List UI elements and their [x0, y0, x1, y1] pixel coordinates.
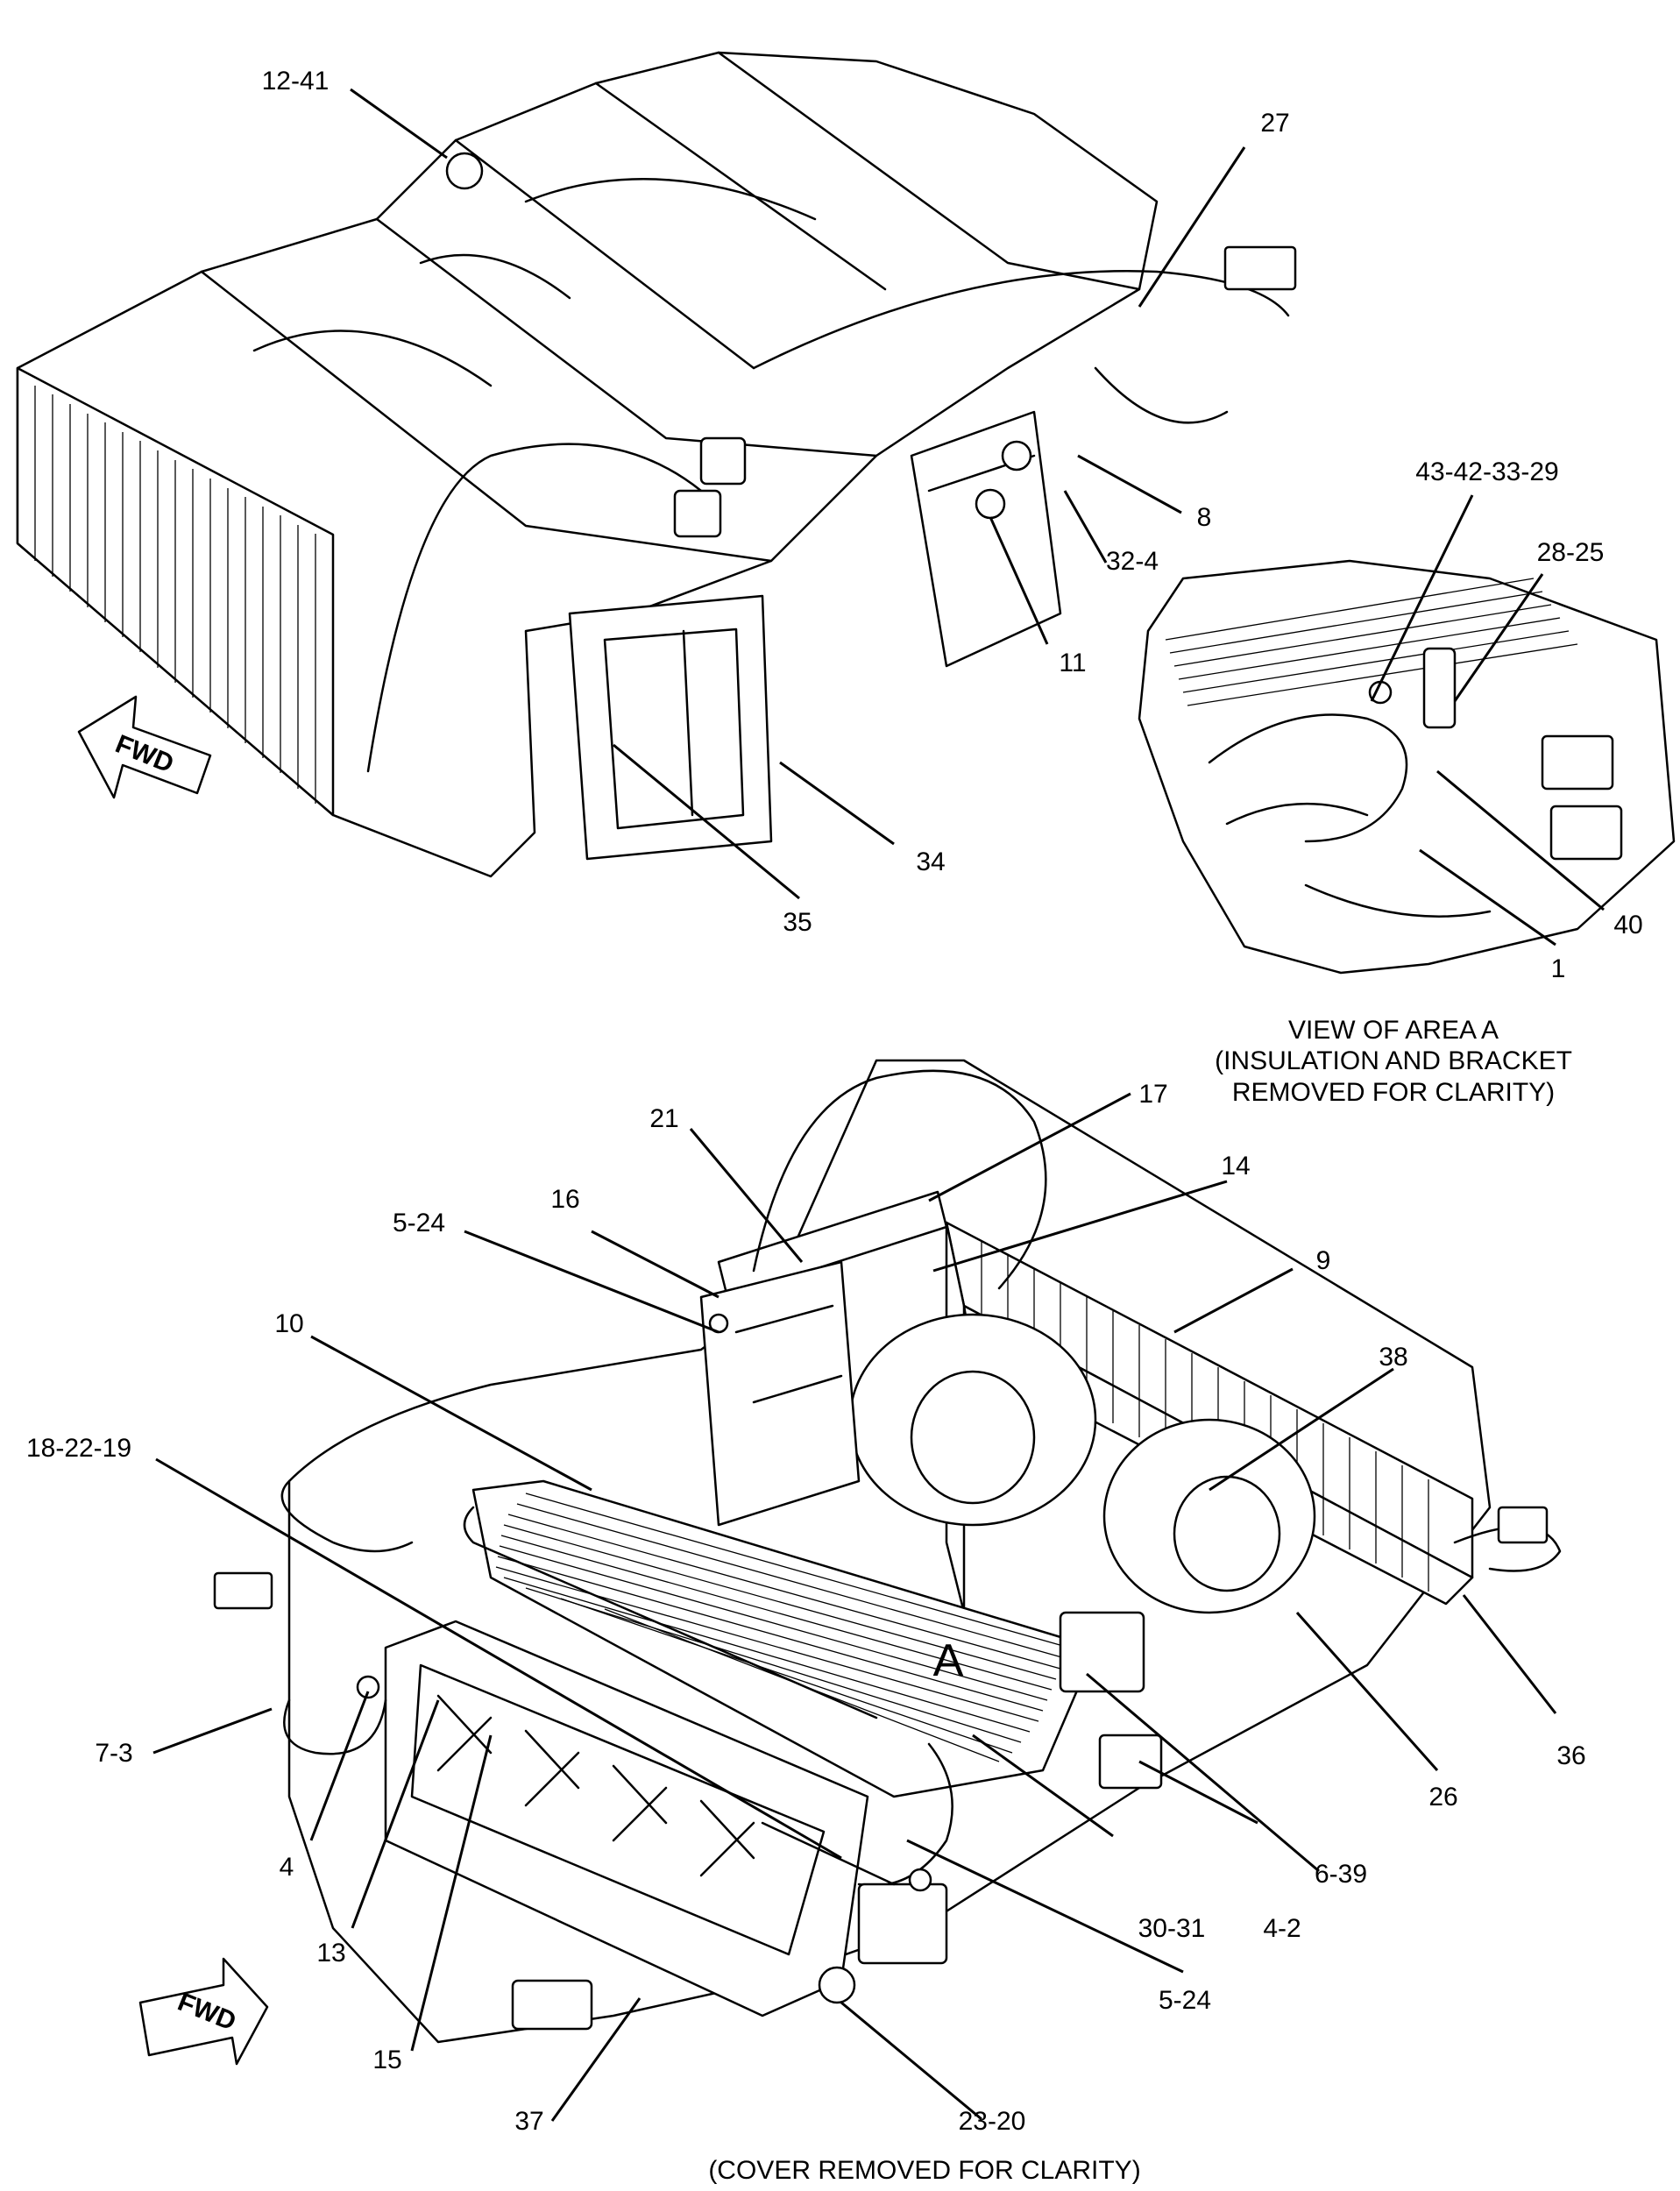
- callout-35: 35: [783, 908, 812, 937]
- callout-5-24-bottom: 5-24: [1159, 1986, 1211, 2015]
- callout-15: 15: [372, 2046, 401, 2074]
- callout-4: 4: [280, 1853, 294, 1882]
- area-a-caption-line3: REMOVED FOR CLARITY): [1232, 1078, 1555, 1107]
- callout-8: 8: [1197, 503, 1212, 532]
- callout-38: 38: [1379, 1343, 1407, 1372]
- bottom-hvac-assembly: [213, 1059, 1562, 2044]
- callout-34: 34: [916, 847, 945, 876]
- leader-lines: [152, 88, 1605, 2122]
- callout-14: 14: [1221, 1152, 1250, 1181]
- top-hvac-assembly: [16, 51, 1297, 878]
- heater-core-grid: [436, 1694, 755, 1877]
- cover-removed-caption: (COVER REMOVED FOR CLARITY): [708, 2156, 1140, 2185]
- callout-12-41: 12-41: [262, 67, 330, 96]
- callout-26: 26: [1428, 1783, 1457, 1812]
- callout-30-31: 30-31: [1138, 1914, 1206, 1943]
- callout-9: 9: [1316, 1246, 1331, 1275]
- area-a-evaporator-fins: [1165, 578, 1578, 706]
- callout-13: 13: [316, 1939, 345, 1968]
- callout-18-22-19: 18-22-19: [26, 1434, 131, 1463]
- callout-16: 16: [550, 1185, 579, 1214]
- area-a-caption-line2: (INSULATION AND BRACKET: [1215, 1046, 1572, 1075]
- callout-1: 1: [1551, 954, 1566, 983]
- callout-27: 27: [1260, 109, 1289, 138]
- callout-37: 37: [514, 2107, 543, 2136]
- callout-23-20: 23-20: [959, 2107, 1026, 2136]
- callout-labels: 12-41 27 43-42-33-29 28-25 8 32-4 11 34 …: [26, 67, 1643, 2136]
- area-a-caption-line1: VIEW OF AREA A: [1288, 1016, 1499, 1045]
- callout-5-24-top: 5-24: [393, 1209, 445, 1237]
- bottom-fwd-arrow: FWD: [138, 1957, 269, 2066]
- callout-4-2: 4-2: [1263, 1914, 1301, 1943]
- top-fwd-arrow: FWD: [77, 695, 212, 799]
- callout-17: 17: [1138, 1080, 1167, 1109]
- callout-area-a: A: [933, 1635, 964, 1686]
- area-a-detail-view: [1138, 559, 1676, 975]
- callout-43-42-33-29: 43-42-33-29: [1415, 457, 1558, 486]
- callout-36: 36: [1556, 1741, 1585, 1770]
- callout-21: 21: [649, 1104, 678, 1133]
- callout-40: 40: [1613, 911, 1642, 940]
- callout-32-4: 32-4: [1106, 547, 1159, 576]
- callout-10: 10: [274, 1309, 303, 1338]
- callout-6-39: 6-39: [1315, 1860, 1367, 1889]
- callout-28-25: 28-25: [1537, 538, 1605, 567]
- callout-7-3: 7-3: [95, 1739, 132, 1768]
- callout-11: 11: [1059, 649, 1086, 677]
- top-condenser-fins: [34, 386, 316, 804]
